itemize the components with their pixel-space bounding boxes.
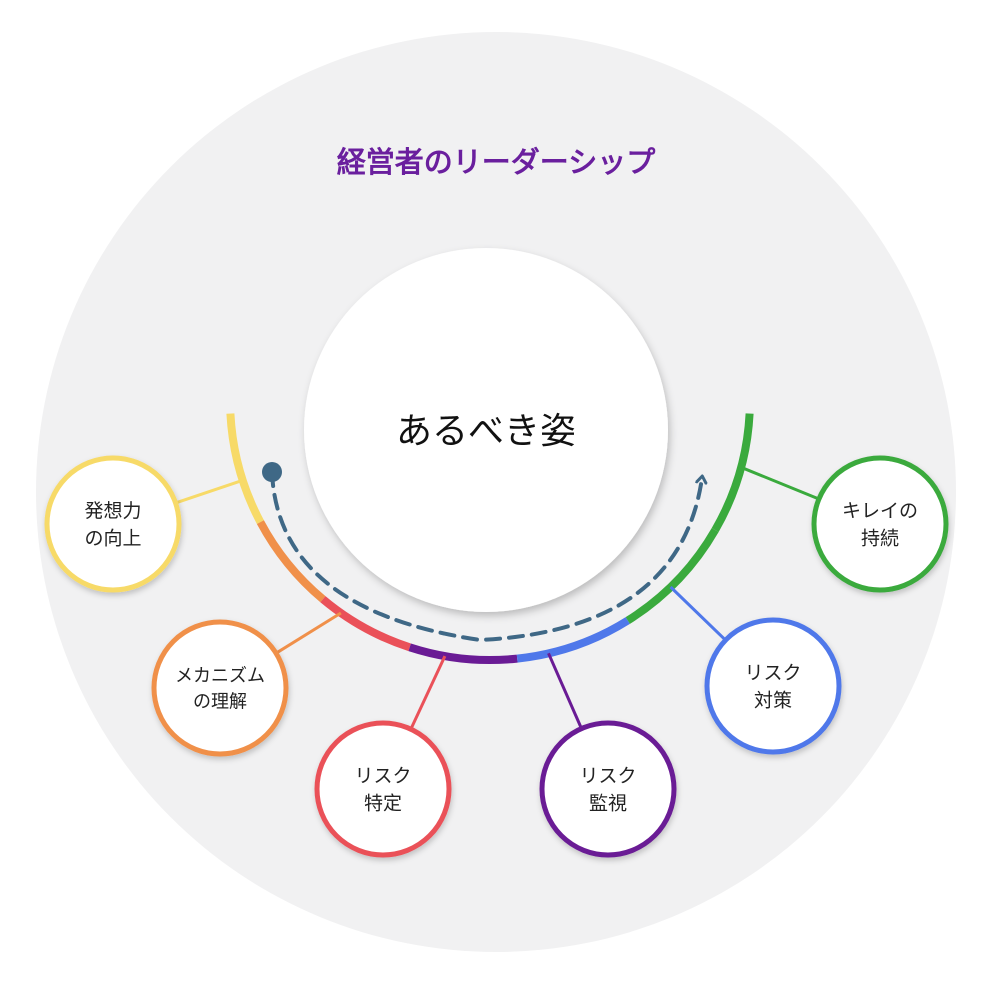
arc-segment-kirei xyxy=(625,527,719,624)
flow-arrow xyxy=(270,470,702,643)
arc-segment-risk-taisaku xyxy=(516,617,630,663)
color-arc xyxy=(226,413,754,665)
connector-kirei xyxy=(740,465,820,501)
node-label-line: 発想力 xyxy=(84,500,141,522)
connector-hassou xyxy=(175,478,244,505)
arc-segment-mechanism xyxy=(256,520,326,603)
node-label-line: 監視 xyxy=(589,793,627,815)
node-circle-risk-kanshi xyxy=(539,720,677,858)
node-label-line: の理解 xyxy=(193,692,247,713)
node-label-line: リスク xyxy=(354,765,411,787)
connector-risk-kanshi xyxy=(547,652,583,730)
node-label-line: の向上 xyxy=(84,528,141,550)
node-label-line: メカニズム xyxy=(175,665,265,686)
arc-segment-hassou xyxy=(226,413,264,524)
flow-start-dot xyxy=(262,462,282,482)
diagram-title: 経営者のリーダーシップ xyxy=(337,145,656,179)
center-label: あるべき姿 xyxy=(396,411,576,452)
node-label-line: 特定 xyxy=(364,793,402,815)
connector-risk-tokutei xyxy=(409,655,447,730)
arc-segment-kirei xyxy=(711,413,754,532)
connector-risk-taisaku xyxy=(669,585,727,642)
center-circle xyxy=(304,248,668,612)
connector-mechanism xyxy=(275,611,342,655)
connector-lines xyxy=(175,465,820,730)
arc-segment-risk-kanshi xyxy=(408,643,518,665)
node-circle-risk-tokutei xyxy=(314,720,452,858)
node-label-line: 対策 xyxy=(754,690,792,712)
node-circle-mechanism xyxy=(151,619,289,757)
node-circle-hassou xyxy=(44,455,182,593)
node-label-line: 持続 xyxy=(861,528,899,550)
node-label-line: リスク xyxy=(744,662,801,684)
node-label-line: リスク xyxy=(579,765,636,787)
node-circle-kirei xyxy=(811,455,949,593)
node-circle-risk-taisaku xyxy=(704,617,842,755)
arc-segment-risk-tokutei xyxy=(320,596,411,652)
node-label-line: キレイの xyxy=(842,500,918,522)
